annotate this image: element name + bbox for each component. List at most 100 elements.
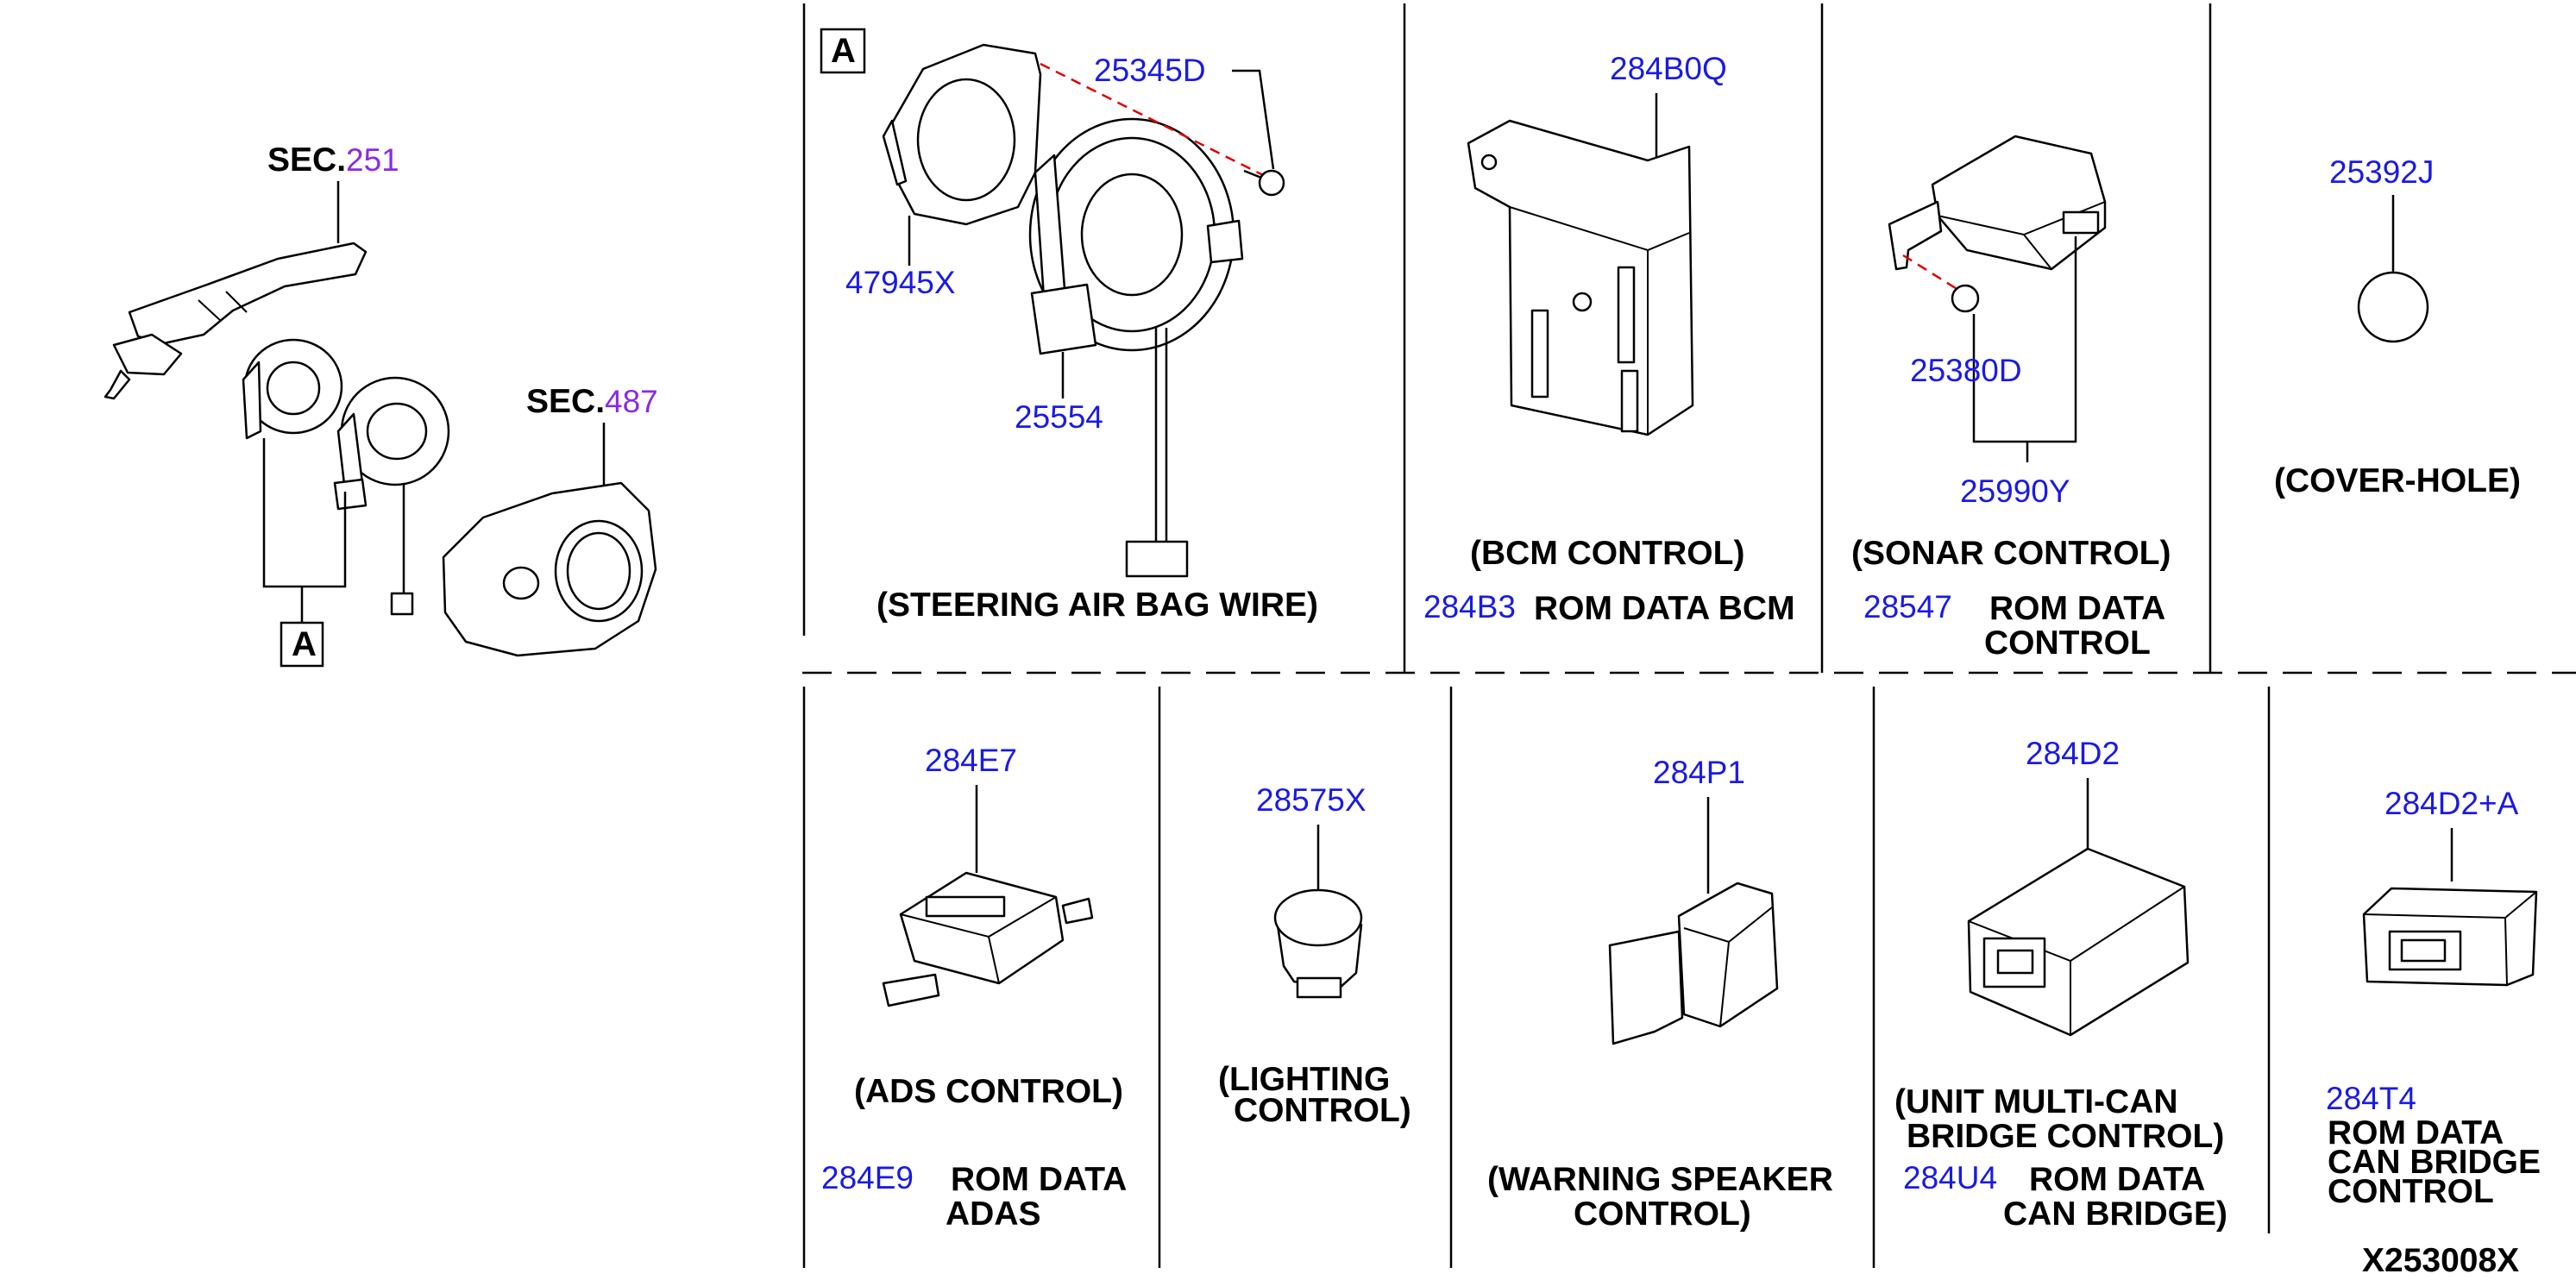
multican-unit-body — [1967, 847, 2190, 1037]
cover-ring-inner — [566, 531, 631, 611]
angle-sensor-hole — [916, 78, 1016, 202]
ads-rom-label-1: ROM DATA — [951, 1161, 1127, 1198]
combination-switch-stalk — [128, 242, 368, 345]
part-284p1: 284P1 — [1653, 755, 1745, 790]
25345d-leader — [1232, 69, 1275, 170]
overview-ref-letter: A — [292, 625, 317, 663]
ads-mount-tab-right — [1061, 897, 1094, 925]
overview-clockspring-block — [333, 478, 368, 511]
sonar-bracket — [1888, 200, 1943, 271]
cell-steering-air-bag-wire: A 47945X 25554 25345D (STEERING AIR BAG … — [820, 28, 1318, 624]
overview-assembly: SEC.251 A SEC.487 — [104, 141, 658, 668]
multican-edges — [1968, 886, 2185, 1035]
overview-wire-plug — [390, 592, 414, 616]
screw-install-line — [1040, 62, 1269, 179]
screw-shaft — [1243, 169, 1262, 179]
sonar-screw-head — [1951, 284, 1980, 313]
ads-rom-label-2: ADAS — [946, 1195, 1041, 1233]
bcm-edges — [1509, 206, 1690, 435]
canbridge-rom-label-1: ROM DATA — [2328, 1114, 2504, 1151]
cell-lighting-control: 28575X (LIGHTING CONTROL) — [1218, 782, 1411, 1129]
multican-label-2: BRIDGE CONTROL) — [1907, 1118, 2224, 1155]
steering-ref-box — [820, 28, 866, 74]
cell-dividers — [802, 3, 2576, 1268]
part-28547: 28547 — [1863, 589, 1952, 624]
multican-rom-label-1: ROM DATA — [2029, 1161, 2205, 1198]
ads-label-plate — [925, 895, 1006, 918]
angle-sensor-tab — [882, 119, 908, 186]
clock-spring-connector-block — [1030, 283, 1097, 355]
part-25345d: 25345D — [1094, 53, 1206, 88]
overview-spiral-hole — [266, 361, 321, 416]
part-25990y: 25990Y — [1960, 474, 2070, 509]
overview-spiral-bracket — [242, 361, 262, 440]
part-284d2-a: 284D2+A — [2384, 786, 2519, 821]
part-284e7: 284E7 — [925, 743, 1017, 778]
part-25380d: 25380D — [1910, 353, 2022, 388]
speaker-bracket — [1608, 930, 1684, 1045]
part-25554: 25554 — [1015, 399, 1103, 435]
part-284b0q: 284B0Q — [1610, 51, 1727, 86]
lighting-label-2: CONTROL) — [1234, 1092, 1411, 1129]
bcm-label: (BCM CONTROL) — [1470, 535, 1744, 572]
multican-connector-pins — [1996, 949, 2034, 975]
canbridge-rom-label-3: CONTROL — [2328, 1173, 2494, 1210]
cover-label: (COVER-HOLE) — [2274, 462, 2521, 499]
part-284u4: 284U4 — [1903, 1160, 1997, 1195]
speaker-label-2: CONTROL) — [1574, 1195, 1751, 1233]
part-284d2: 284D2 — [2026, 736, 2120, 771]
ads-edges — [900, 896, 1057, 984]
canbridge-edges — [2363, 891, 2537, 986]
lighting-label-1: (LIGHTING — [1218, 1061, 1390, 1098]
sonar-rom-label-2: CONTROL — [1984, 624, 2151, 662]
sec-251-callout: SEC.251 — [267, 141, 399, 179]
switch-knob — [112, 333, 183, 376]
bcm-unit-body — [1467, 119, 1694, 436]
bcm-connector-a — [1530, 309, 1549, 398]
sonar-rom-label-1: ROM DATA — [1989, 590, 2165, 627]
overview-bracket-leader — [262, 438, 347, 588]
bcm-rom-label: ROM DATA BCM — [1534, 590, 1795, 627]
cell-unit-multi-can: 284D2 (UNIT MULTI-CAN BRIDGE CONTROL) 28… — [1894, 736, 2227, 1233]
cell-cover-hole: 25392J (COVER-HOLE) — [2274, 154, 2521, 499]
cover-hole-plug — [2357, 271, 2429, 343]
sonar-bracket-leader — [1972, 236, 2077, 443]
screw-head — [1258, 169, 1285, 197]
sonar-connector — [2062, 210, 2100, 235]
ads-label: (ADS CONTROL) — [854, 1073, 1123, 1110]
part-284e9: 284E9 — [821, 1160, 914, 1195]
cell-ads-control: 284E7 (ADS CONTROL) 284E9 ROM DATA ADAS — [821, 743, 1127, 1233]
clock-spring-plug — [1206, 219, 1244, 264]
bcm-connector-b — [1617, 266, 1636, 364]
figure-code: X253008X — [2362, 1242, 2519, 1279]
canbridge-rom-label-2: CAN BRIDGE — [2328, 1144, 2541, 1181]
sec-487-callout: SEC.487 — [526, 383, 658, 420]
cover-hole — [502, 566, 540, 600]
multican-label-1: (UNIT MULTI-CAN — [1894, 1083, 2178, 1120]
overview-ref-box — [280, 621, 324, 668]
cell-sonar-control: 25380D 25990Y (SONAR CONTROL) 28547 ROM … — [1851, 135, 2171, 662]
part-284b3: 284B3 — [1423, 589, 1516, 624]
ads-mount-tab-left — [882, 973, 940, 1007]
lighting-sensor-base — [1296, 976, 1342, 999]
ads-unit-body — [899, 871, 1065, 985]
part-47945x: 47945X — [845, 265, 956, 300]
lighting-sensor-dome — [1273, 888, 1363, 947]
switch-tip — [104, 369, 131, 400]
part-28575x: 28575X — [1256, 782, 1367, 818]
overview-clockspring-hole — [366, 402, 428, 461]
bcm-connector-c — [1620, 369, 1639, 433]
stalk-detail — [198, 291, 248, 322]
harness-connector — [1125, 540, 1189, 578]
cell-bcm-control: 284B0Q (BCM CONTROL) 284B3 ROM DATA BCM — [1423, 51, 1795, 627]
multican-rom-label-2: CAN BRIDGE) — [2003, 1195, 2227, 1233]
steering-label: (STEERING AIR BAG WIRE) — [876, 587, 1318, 624]
speaker-label-1: (WARNING SPEAKER — [1487, 1161, 1833, 1198]
steering-ref-letter: A — [831, 32, 856, 70]
cell-warning-speaker: 284P1 (WARNING SPEAKER CONTROL) — [1487, 755, 1833, 1233]
cell-can-bridge: 284D2+A 284T4 ROM DATA CAN BRIDGE CONTRO… — [2326, 786, 2541, 1210]
sonar-label: (SONAR CONTROL) — [1851, 535, 2171, 572]
part-25392j: 25392J — [2329, 154, 2434, 190]
canbridge-connector — [2388, 930, 2462, 971]
